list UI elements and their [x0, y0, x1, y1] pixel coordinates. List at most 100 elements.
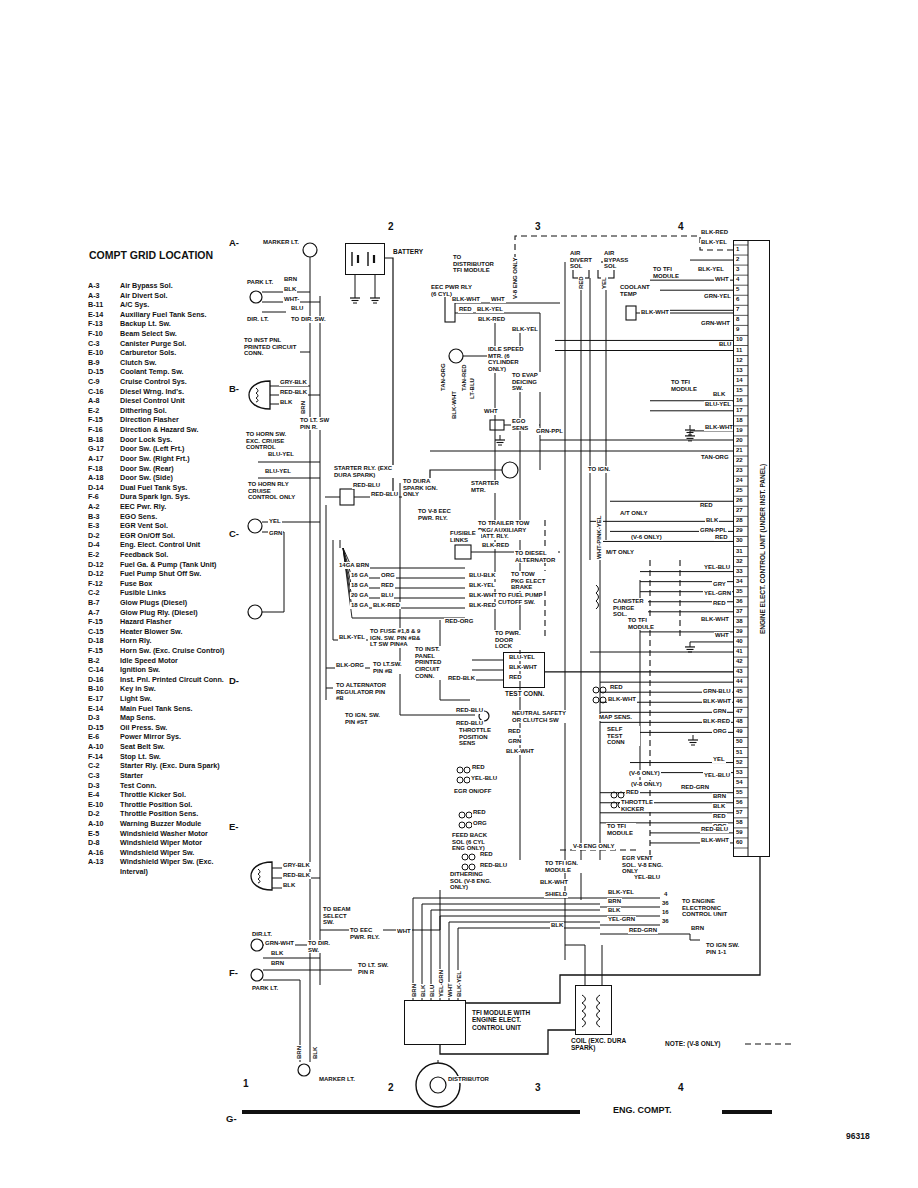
- test-connector: TEST CONN.: [503, 652, 545, 688]
- wire-label: TO ENGINE ELECTRONIC CONTROL UNIT: [681, 898, 737, 918]
- pin-number: 19: [735, 427, 744, 434]
- wire-label: BRN: [300, 400, 307, 415]
- wire: [385, 258, 393, 497]
- pin-number: 38: [735, 618, 744, 625]
- component-name: Glow Plug Rly. (Diesel): [120, 608, 234, 617]
- legend-text: NOTE: (V-8 ONLY): [664, 1040, 721, 1047]
- grid-reference: C-: [228, 529, 240, 540]
- wire-label: WHT: [490, 296, 506, 303]
- wire: [581, 278, 582, 900]
- grid-code: A-2: [88, 502, 100, 511]
- pin-number: 10: [735, 336, 744, 343]
- wire-label: BLK-YEL: [607, 889, 635, 896]
- wire: [333, 540, 334, 640]
- component-name: Feedback Sol.: [120, 550, 234, 559]
- wire-label: TO DISTRIBUTOR TFI MODULE: [452, 254, 499, 274]
- wire: [431, 910, 600, 911]
- pin-number: 47: [735, 708, 744, 715]
- starter-relay: [340, 489, 354, 505]
- pin-number: 8: [735, 316, 740, 323]
- pin-divider: [733, 848, 748, 849]
- component-name: Door Sw. (Right Frt.): [120, 454, 234, 463]
- grid-reference: G-: [225, 1114, 238, 1125]
- component-name: Coolant Temp. Sw.: [120, 367, 234, 376]
- pin-number: 4: [735, 276, 740, 283]
- connector-symbol: [459, 812, 465, 818]
- component-name: Direction & Hazard Sw.: [120, 425, 234, 434]
- wire-label: RED-ORG: [444, 618, 474, 625]
- fusible-link-block: [455, 545, 471, 559]
- component-name: EGO Sens.: [120, 512, 234, 521]
- wire-label: THROTTLE KICKER: [620, 799, 654, 812]
- wire-label: RED-BLU: [455, 707, 484, 714]
- component-name: Throttle Kicker Sol.: [120, 790, 234, 799]
- wire-label: NEUTRAL SAFETY OR CLUTCH SW: [511, 710, 569, 723]
- wire: [258, 478, 320, 479]
- wire-label: BLK: [282, 882, 296, 889]
- ground-symbol: [687, 438, 694, 439]
- filament-symbol: [258, 869, 260, 883]
- wire: [600, 682, 733, 683]
- grid-code: A-3: [88, 291, 100, 300]
- wire-label: TAN-RED: [461, 363, 468, 392]
- pin-number: 31: [735, 548, 744, 555]
- grid-code: E-10: [88, 800, 103, 809]
- grid-code: D-12: [88, 569, 104, 578]
- component-name: Heater Blower Sw.: [120, 627, 234, 636]
- pin-number: 29: [735, 527, 744, 534]
- wire: [263, 958, 320, 959]
- wire: [438, 1060, 439, 1063]
- grid-code: F-10: [88, 329, 103, 338]
- grid-code: B-2: [88, 656, 100, 665]
- ground-symbol: [688, 440, 692, 441]
- wire-label: RED-BLU: [479, 862, 508, 869]
- wire-label: DITHERING SOL (V-8 ENG. ONLY): [449, 871, 493, 891]
- wire: [340, 540, 341, 548]
- component-name: Horn Rly.: [120, 636, 234, 645]
- grid-code: E-17: [88, 694, 103, 703]
- ground-symbol: [688, 739, 698, 740]
- wire-label: BLK-RED: [481, 542, 510, 549]
- component-name: Air Bypass Sol.: [120, 281, 234, 290]
- ground-symbol: [495, 439, 505, 440]
- wire-label: 16: [661, 909, 670, 916]
- pin-number: 6: [735, 296, 740, 303]
- pin-number: 60: [735, 839, 744, 846]
- grid-code: F-15: [88, 617, 103, 626]
- wire-label: TO IGN.: [587, 466, 611, 473]
- ground-symbol: [500, 435, 501, 440]
- starter-motor: [502, 462, 518, 478]
- battery-cell: [367, 252, 368, 266]
- wire: [650, 410, 733, 411]
- component-name: Diesel Wrng. Ind's.: [120, 387, 234, 396]
- grid-code: C-16: [88, 387, 104, 396]
- wire: [472, 660, 503, 661]
- component-name: Main Fuel Tank Sens.: [120, 704, 234, 713]
- wire-label: GRN: [712, 708, 727, 715]
- grid-code: D-18: [88, 636, 104, 645]
- wire-label: BLK: [712, 803, 726, 810]
- wire-label: BLK-RED: [477, 316, 506, 323]
- wire-label: BLK-YEL: [468, 582, 496, 589]
- grid-code: A-16: [88, 848, 104, 857]
- grid-code: E-5: [88, 829, 99, 838]
- pin-number: 22: [735, 457, 744, 464]
- grid-code: D-8: [88, 838, 100, 847]
- component-name: Windshield Wiper Sw. (Exc. Interval): [120, 857, 234, 876]
- wire-label: FUSIBLE LINKS: [449, 530, 481, 543]
- grid-code: D-15: [88, 723, 104, 732]
- dashed-wire: [649, 560, 650, 870]
- connector-symbol: [462, 864, 468, 870]
- wire-label: 20 GA: [350, 592, 369, 599]
- grid-code: D-2: [88, 809, 100, 818]
- pin-number: 26: [735, 497, 744, 504]
- ignition-coil: COIL (EXC. DURA SPARK): [575, 985, 612, 1035]
- connector-symbol: [464, 767, 470, 773]
- wire-label: BLU-BLK: [468, 572, 497, 579]
- wire-label: TO EEC PWR. RLY.: [349, 927, 383, 940]
- wire-label: WHT-: [283, 296, 300, 303]
- wire-label: GRN-PPL: [699, 527, 728, 534]
- wire-label: (V-8 ONLY): [630, 781, 663, 788]
- wire-label: BLU: [718, 341, 732, 348]
